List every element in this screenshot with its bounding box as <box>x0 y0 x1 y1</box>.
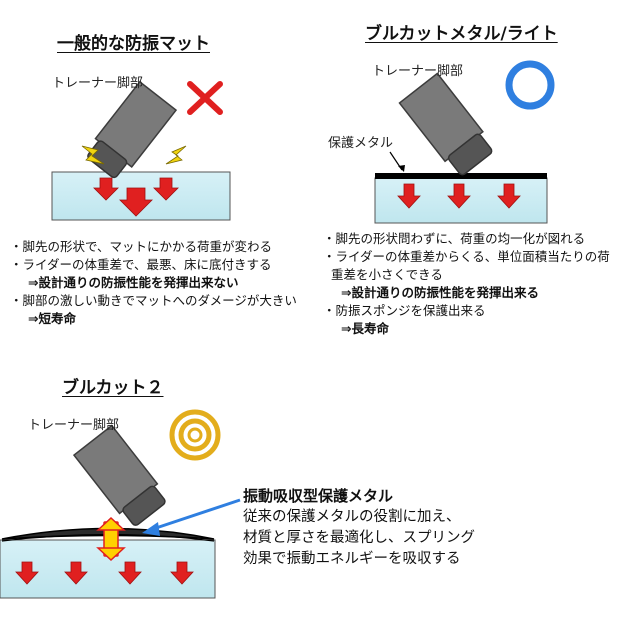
trainer-foot-illustration <box>87 80 178 179</box>
note-conclusion: ⇒設計通りの防振性能を発揮出来る <box>341 285 539 300</box>
note-line: ・ライダーの体重差からくる、単位面積当たりの荷 <box>323 249 610 264</box>
panel-notes-general-mat: ・脚先の形状で、マットにかかる荷重が変わる ・ライダーの体重差で、最悪、床に底付… <box>10 238 297 328</box>
pointer-arrow <box>149 498 241 532</box>
panel-title-bullcut-2: ブルカット２ <box>62 378 164 398</box>
description-heading: 振動吸収型保護メタル <box>243 487 394 505</box>
panel-general-mat-art <box>51 80 231 221</box>
load-arrows <box>15 561 194 585</box>
description-line: 従来の保護メタルの役割に加え、 <box>243 509 461 525</box>
note-line: ・ライダーの体重差で、最悪、床に底付きする <box>10 257 272 272</box>
panel-bullcut-2-art <box>0 409 241 599</box>
note-conclusion: ⇒長寿命 <box>341 321 389 336</box>
panel-title-bullcut-metal-light: ブルカットメタル/ライト <box>365 24 558 44</box>
protective-metal-plate <box>375 173 547 179</box>
note-line: ・防振スポンジを保護出来る <box>323 303 486 318</box>
protective-metal-label: 保護メタル <box>328 136 394 151</box>
ok-circle-icon <box>505 60 555 110</box>
note-line: ・脚先の形状で、マットにかかる荷重が変わる <box>10 239 273 254</box>
gold-ring-inner <box>178 418 212 452</box>
gold-ring-core <box>187 427 203 443</box>
trainer-foot-label: トレーナー脚部 <box>52 76 144 91</box>
trainer-foot-illustration <box>398 72 493 176</box>
panel-title-general-mat: 一般的な防振マット <box>57 34 210 54</box>
pointer-arrowhead-icon <box>142 522 160 536</box>
note-line: 重差を小さくできる <box>331 267 443 282</box>
trainer-foot-illustration <box>72 424 166 526</box>
ng-cross-icon <box>187 81 223 115</box>
note-line: ・脚先の形状問わずに、荷重の均一化が図れる <box>323 231 586 246</box>
panel-bullcut-metal-light-art <box>374 60 555 224</box>
note-conclusion: ⇒設計通りの防振性能を発揮出来ない <box>28 275 239 290</box>
leader-arrow-icon <box>398 165 405 172</box>
panel-notes-bullcut-metal-light: ・脚先の形状問わずに、荷重の均一化が図れる ・ライダーの体重差からくる、単位面積… <box>323 230 610 338</box>
impact-lightning-icon <box>81 145 105 165</box>
description-line: 効果で振動エネルギーを吸収する <box>243 551 461 567</box>
load-arrows <box>93 177 179 217</box>
trainer-foot-label: トレーナー脚部 <box>372 64 464 79</box>
gold-ring-icon <box>169 409 221 461</box>
trainer-foot-label: トレーナー脚部 <box>28 418 120 433</box>
description-line: 材質と厚さを最適化し、スプリング <box>243 530 475 546</box>
impact-lightning-icon <box>165 145 187 165</box>
note-line: ・脚部の激しい動きでマットへのダメージが大きい <box>10 293 297 308</box>
load-arrows <box>397 183 521 209</box>
absorb-double-arrow-icon <box>96 516 126 562</box>
note-conclusion: ⇒短寿命 <box>28 311 76 326</box>
vibration-metal-description: 振動吸収型保護メタル 従来の保護メタルの役割に加え、 材質と厚さを最適化し、スプ… <box>243 486 475 570</box>
